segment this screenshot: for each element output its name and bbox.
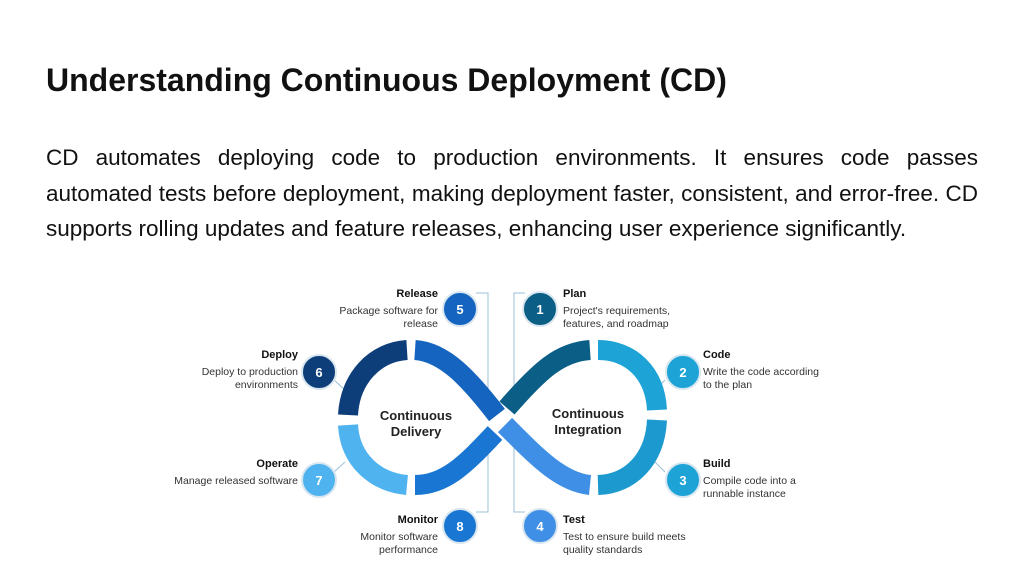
slide-title: Understanding Continuous Deployment (CD) <box>46 62 727 98</box>
step-4-desc-1: Test to ensure build meets <box>563 531 686 543</box>
step-operate: 7 Operate Manage released software <box>174 458 337 498</box>
delivery-loop <box>338 340 505 495</box>
step-monitor: 8 Monitor Monitor software performance <box>360 508 478 556</box>
arc-test <box>497 417 592 495</box>
step-4-badge <box>522 508 558 544</box>
slide-paragraph: CD automates deploying code to productio… <box>46 145 978 241</box>
step-1-badge <box>522 291 558 327</box>
center-right-line2: Integration <box>554 422 621 437</box>
arc-monitor <box>414 426 503 495</box>
step-6-badge <box>301 354 337 390</box>
step-2-badge <box>665 354 701 390</box>
step-deploy: 6 Deploy Deploy to production environmen… <box>202 349 337 391</box>
step-6-number: 6 <box>315 365 322 380</box>
step-plan: 1 Plan Project's requirements, features,… <box>522 288 670 330</box>
step-8-badge <box>442 508 478 544</box>
step-release: 5 Release Package software for release <box>339 288 478 330</box>
arc-build <box>597 419 667 495</box>
step-8-title: Monitor <box>398 514 439 526</box>
step-2-title: Code <box>703 349 731 361</box>
step-build: 3 Build Compile code into a runnable ins… <box>665 458 796 500</box>
step-3-desc-1: Compile code into a <box>703 475 796 487</box>
step-5-number: 5 <box>456 302 463 317</box>
step-7-desc-1: Manage released software <box>174 475 298 487</box>
step-7-number: 7 <box>315 473 322 488</box>
step-3-badge <box>665 462 701 498</box>
step-6-title: Deploy <box>261 349 299 361</box>
step-5-desc-1: Package software for <box>339 305 438 317</box>
arc-operate <box>338 423 409 495</box>
step-7-title: Operate <box>256 458 298 470</box>
step-8-desc-2: performance <box>379 544 438 556</box>
arc-code <box>597 340 667 411</box>
step-2-desc-1: Write the code according <box>703 366 819 378</box>
arc-release <box>413 340 505 422</box>
step-1-title: Plan <box>563 288 587 300</box>
step-4-desc-2: quality standards <box>563 544 642 556</box>
center-right-line1: Continuous <box>552 406 624 421</box>
step-4-title: Test <box>563 514 585 526</box>
connector-lines <box>476 292 525 513</box>
step-5-badge <box>442 291 478 327</box>
integration-loop <box>497 340 667 495</box>
center-left-line2: Delivery <box>391 424 442 439</box>
step-2-desc-2: to the plan <box>703 379 752 391</box>
step-1-desc-1: Project's requirements, <box>563 305 670 317</box>
step-code: 2 Code Write the code according to the p… <box>665 349 819 391</box>
step-1-number: 1 <box>536 302 543 317</box>
arc-deploy <box>338 340 409 417</box>
step-2-number: 2 <box>679 365 686 380</box>
step-5-title: Release <box>396 288 438 300</box>
step-3-title: Build <box>703 458 731 470</box>
step-7-badge <box>301 462 337 498</box>
step-test: 4 Test Test to ensure build meets qualit… <box>522 508 686 556</box>
step-8-desc-1: Monitor software <box>360 531 438 543</box>
step-3-desc-2: runnable instance <box>703 488 786 500</box>
step-4-number: 4 <box>536 519 544 534</box>
step-1-desc-2: features, and roadmap <box>563 318 669 330</box>
step-6-desc-1: Deploy to production <box>202 366 298 378</box>
step-5-desc-2: release <box>404 318 439 330</box>
center-left-line1: Continuous <box>380 408 452 423</box>
step-6-desc-2: environments <box>235 379 298 391</box>
step-8-number: 8 <box>456 519 463 534</box>
arc-plan <box>499 340 592 415</box>
step-3-number: 3 <box>679 473 686 488</box>
